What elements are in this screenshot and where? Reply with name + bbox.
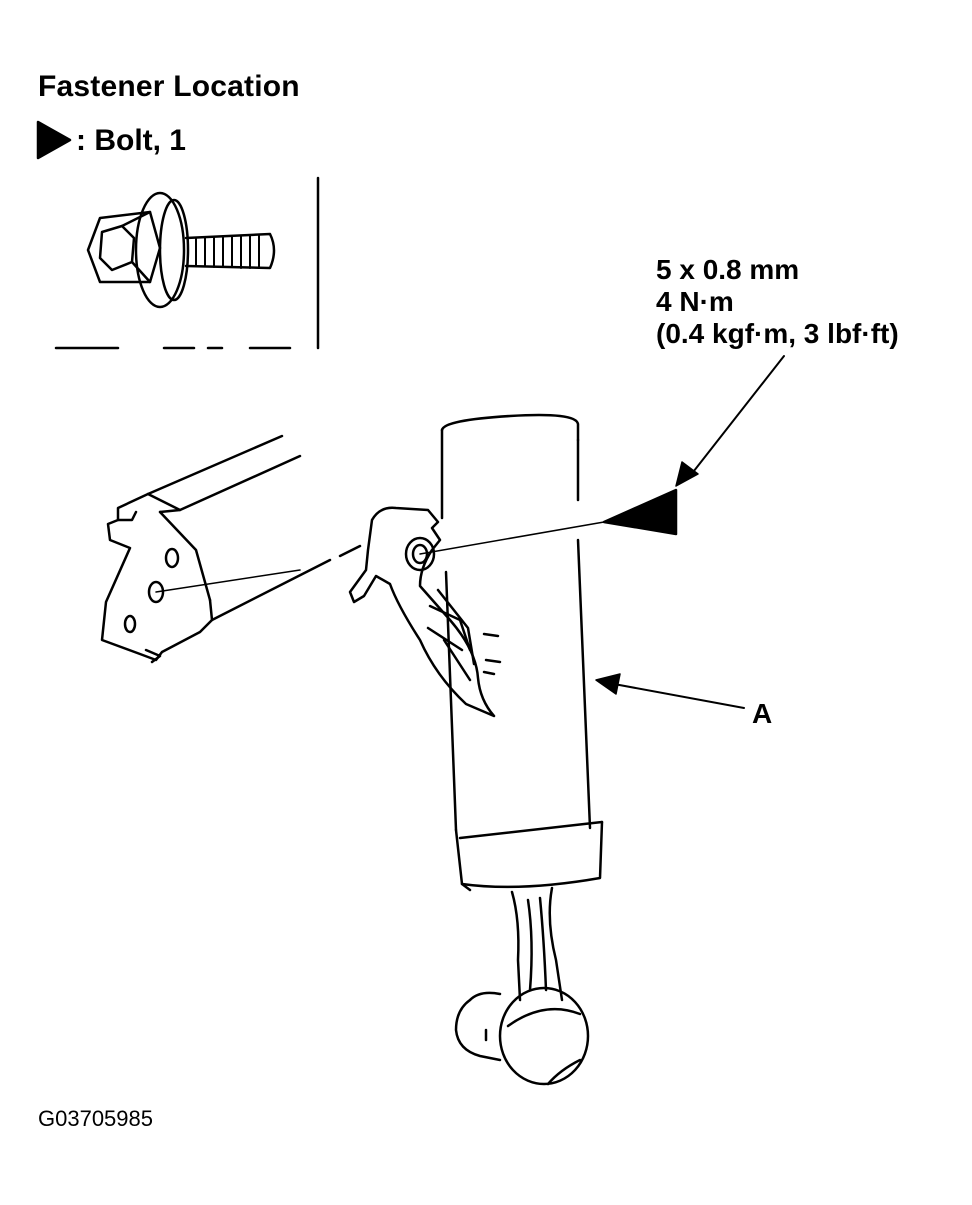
bolt-torque: 4 N·m [656,286,734,317]
bolt-clip [348,506,502,718]
bolt-torque-alt: (0.4 kgf·m, 3 lbf·ft) [656,318,899,349]
bolt-inset-frame [54,176,320,350]
cylinder-body [440,413,604,1086]
flange-bolt-icon [86,191,276,309]
bolt-location-marker [602,488,678,536]
callout-a-label: A [752,698,773,729]
fastener-location-title: Fastener Location [38,70,300,103]
spec-leader-arrow [675,355,785,487]
mounting-bracket [100,434,362,664]
callout-a-leader [595,673,745,709]
bolt-size: 5 x 0.8 mm [656,254,800,285]
triangle-pointer-icon [36,120,72,160]
bolt-spec: 5 x 0.8 mm 4 N·m (0.4 kgf·m, 3 lbf·ft) [656,254,899,350]
alignment-lines [155,521,605,593]
bolt-legend-label: : Bolt, 1 [76,124,186,157]
figure-code: G03705985 [38,1106,153,1131]
legend-row: : Bolt, 1 [36,122,186,160]
